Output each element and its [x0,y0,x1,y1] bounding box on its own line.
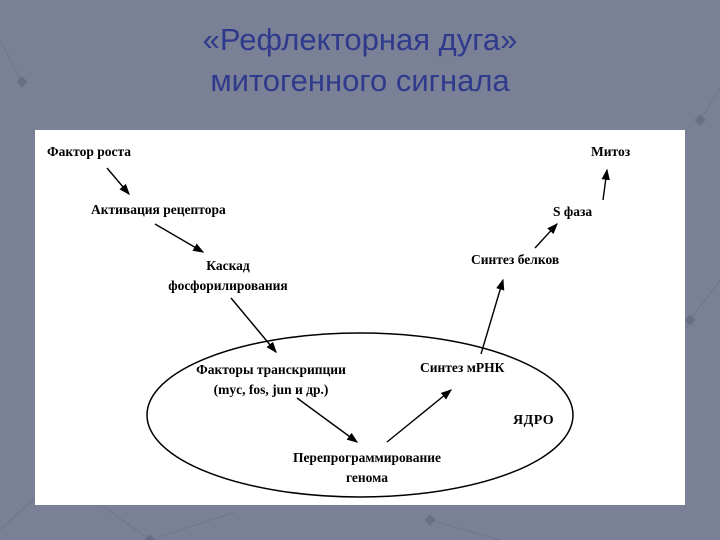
cascade-label-line2: фосфорилирования [168,278,288,294]
arrow-protein-synthesis-to-s-phase [534,222,558,249]
arrow-cascade-to-transcription-factors [230,297,277,354]
arrow-transcription-factors-to-genome-reprogramming [296,397,359,443]
arrow-receptor-activation-to-cascade [154,223,205,253]
slide-title: «Рефлекторная дуга» митогенного сигнала [0,20,720,102]
receptor-activation-label: Активация рецептора [91,202,226,217]
nucleus-ellipse [146,332,574,498]
arrow-mrna-synthesis-to-protein-synthesis [480,278,505,355]
transcription-factors-label: Факторы транскрипции (myc, fos, jun и др… [180,360,362,401]
genome-reprogramming-label-line1: Перепрограммирование [292,450,442,465]
protein-synthesis-label: Синтез белков [471,252,560,267]
diagram-panel: Фактор роста Митоз Активация рецептора S… [35,130,685,505]
s-phase-label: S фаза [553,204,593,219]
nucleus-label: ЯДРО [513,413,555,428]
transcription-factors-label-line2: (myc, fos, jun и др.) [213,382,329,398]
mitosis-label: Митоз [591,144,631,159]
arrow-genome-reprogramming-to-mrna-synthesis [386,389,453,443]
mrna-synthesis-label: Синтез мРНК [420,360,505,375]
diagram-canvas [106,167,610,498]
growth-factor-label: Фактор роста [47,144,132,159]
cascade-label-line1: Каскад [206,258,250,273]
genome-reprogramming-label-line2: генома [345,470,389,486]
transcription-factors-label-line1: Факторы транскрипции [196,362,346,377]
slide-title-line1: «Рефлекторная дуга» [202,22,518,57]
cascade-label: Каскад фосфорилирования [130,256,326,297]
arrow-s-phase-to-mitosis [601,168,610,201]
arrow-growth-factor-to-receptor-activation [106,167,130,196]
slide-title-line2: митогенного сигнала [210,62,510,98]
genome-reprogramming-label: Перепрограммирование генома [276,448,458,489]
